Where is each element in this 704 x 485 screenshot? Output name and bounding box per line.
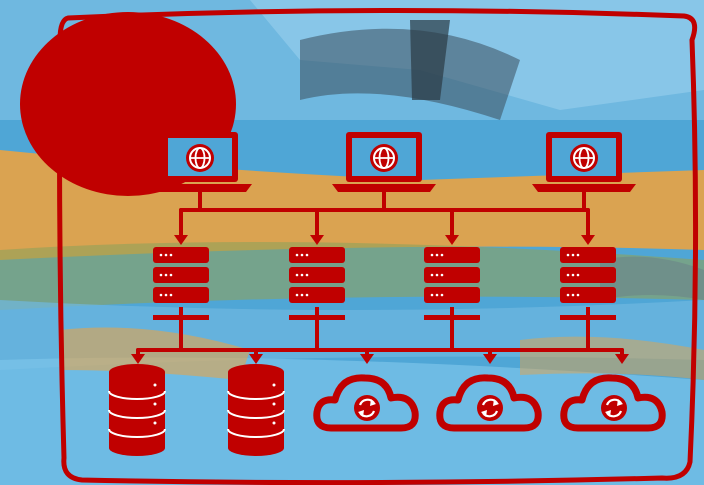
server-rack-icon <box>560 247 616 320</box>
connection-lines <box>131 190 629 364</box>
cloud-sync-icon <box>436 374 542 432</box>
server-rack-icon <box>289 247 345 320</box>
globe-icon <box>570 144 598 172</box>
diagram-frame <box>57 7 699 485</box>
server-rack-icon <box>153 247 209 320</box>
globe-icon <box>370 144 398 172</box>
laptop-globe-icon <box>532 132 636 192</box>
laptop-globe-icon <box>148 132 252 192</box>
client-row <box>148 132 636 192</box>
arrow-head <box>581 235 595 245</box>
storage-row <box>108 364 666 456</box>
arrow-head <box>310 235 324 245</box>
laptop-globe-icon <box>332 132 436 192</box>
arrow-head <box>131 354 145 364</box>
sync-arrows-icon <box>601 395 627 421</box>
server-rack-icon <box>424 247 480 320</box>
arrow-head <box>615 354 629 364</box>
database-icon <box>108 364 166 456</box>
cloud-sync-icon <box>560 374 666 432</box>
cloud-sync-icon <box>313 374 419 432</box>
sync-arrows-icon <box>354 395 380 421</box>
server-row <box>153 247 616 320</box>
arrow-head <box>483 354 497 364</box>
sync-arrows-icon <box>477 395 503 421</box>
arrow-head <box>445 235 459 245</box>
arrow-head <box>249 354 263 364</box>
arrow-head <box>360 354 374 364</box>
arrow-head <box>174 235 188 245</box>
globe-icon <box>186 144 214 172</box>
database-icon <box>227 364 285 456</box>
